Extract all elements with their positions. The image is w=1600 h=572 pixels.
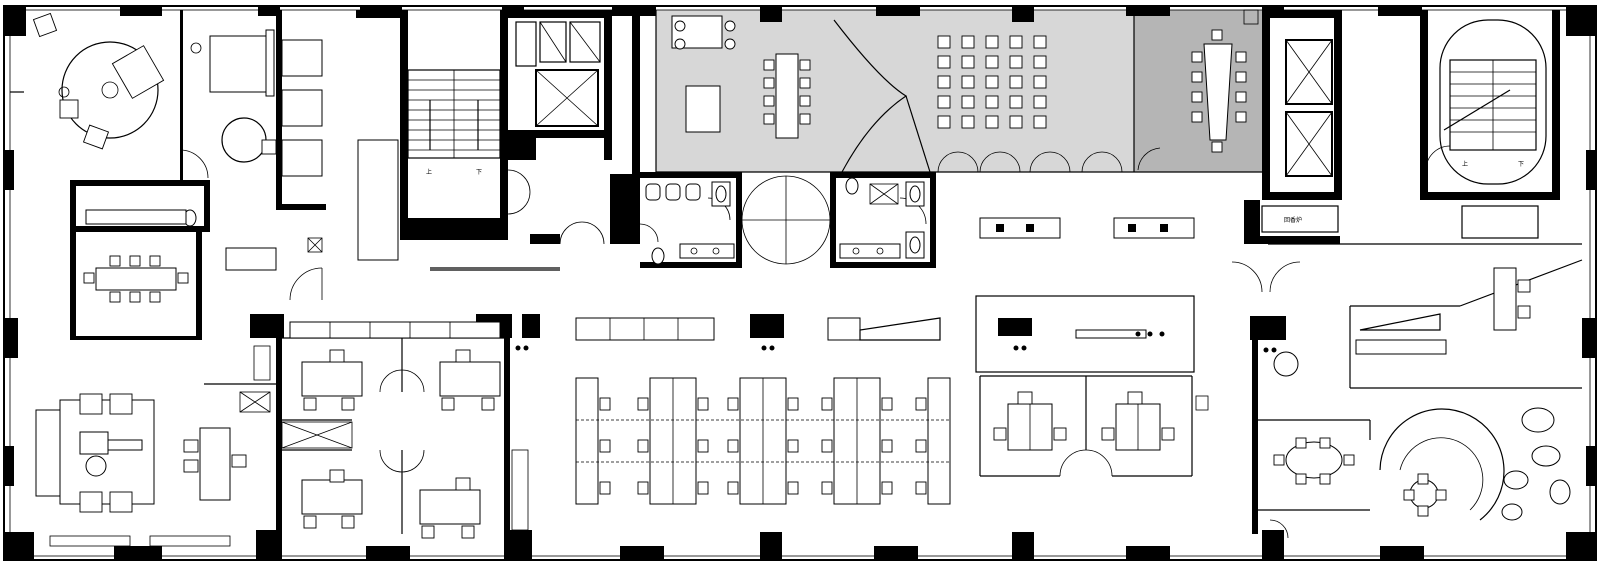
reception-desks [979, 217, 1195, 339]
elevator-lobby-label-west: 回香炉 [440, 226, 458, 234]
elevator-icon [515, 21, 1539, 239]
meeting-zone-furniture [671, 15, 1123, 173]
executive-offices [993, 391, 1209, 451]
stair-icon [1439, 19, 1547, 185]
interior-walls [70, 10, 1560, 534]
west-stair-down-mark: 下 [476, 169, 482, 176]
meeting-room-west [83, 39, 399, 303]
plant-icon [1273, 351, 1571, 521]
stair-icon [407, 69, 501, 159]
lounge-furniture [32, 12, 277, 163]
boardroom-fill [1134, 10, 1264, 172]
office-desks [253, 345, 529, 539]
east-stair-down-mark: 下 [1518, 161, 1524, 168]
meeting-zone-fill [656, 10, 1134, 172]
sofa-icon [35, 393, 247, 547]
boardroom-furniture [1191, 29, 1247, 153]
toilet-icon [183, 177, 925, 265]
east-meeting-room [1273, 267, 1531, 521]
fixture-marks [239, 9, 1277, 449]
east-stair-up-mark: 上 [1462, 160, 1468, 168]
workstation-clusters [575, 377, 951, 505]
west-stair-up-mark: 上 [426, 168, 432, 176]
elevator-lobby-label-east: 回香炉 [1284, 216, 1302, 224]
door-swing-icon [179, 145, 1451, 539]
sink-icon [679, 183, 901, 259]
storage-cabinets [289, 317, 941, 341]
